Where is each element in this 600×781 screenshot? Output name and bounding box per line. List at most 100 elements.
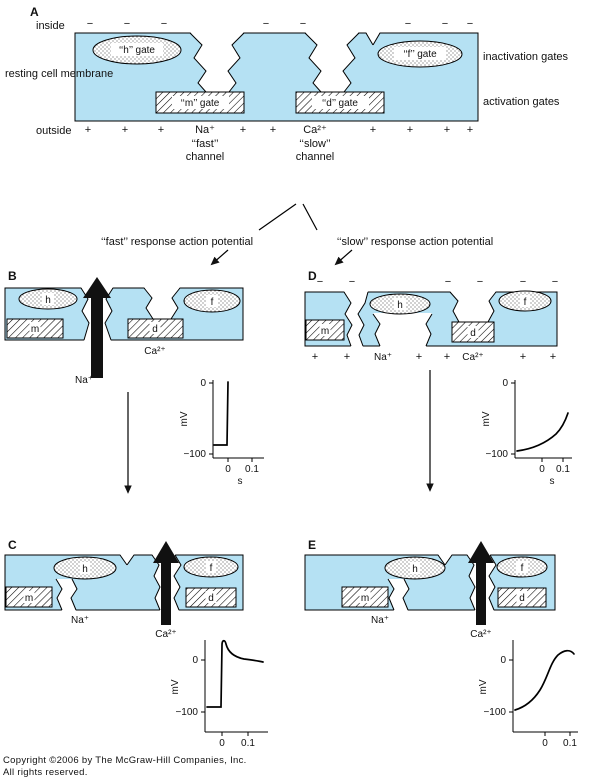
copyright-line-2: All rights reserved.	[3, 767, 88, 778]
d-gate-label-bg	[467, 326, 479, 338]
m-gate-label: m	[321, 326, 329, 337]
x-axis-label: s	[550, 476, 555, 487]
copyright-line-1: Copyright ©2006 by The McGraw-Hill Compa…	[3, 755, 247, 766]
resting-membrane-label: resting cell membrane	[5, 68, 113, 80]
h-gate-label-bg	[111, 43, 163, 56]
minus-charge: −	[161, 18, 167, 30]
minus-charge: −	[467, 18, 473, 30]
na-ion-label: Na⁺	[374, 352, 392, 363]
plus-charge: +	[550, 351, 556, 363]
f-gate-label-bg	[206, 295, 218, 307]
plus-charge: +	[122, 124, 128, 136]
plus-charge: +	[407, 124, 413, 136]
x-tick-label: 0	[219, 738, 225, 749]
branch-connector: ‘‘fast’’ response action potential ‘‘slo…	[101, 203, 493, 266]
na-ion-label: Na⁺	[75, 375, 93, 386]
plus-charge: +	[416, 351, 422, 363]
y-tick-label: −100	[485, 449, 508, 460]
na-ion-label: Na⁺	[195, 124, 215, 136]
d-gate-label-bg	[516, 591, 528, 603]
x-tick-label: 0.1	[241, 738, 255, 749]
f-gate-label: ‘‘f’’ gate	[403, 49, 437, 60]
f-gate-label: f	[521, 563, 524, 574]
voltage-graph: 0 −100 mV 0 0.1 s	[481, 378, 572, 487]
membrane-notch	[366, 32, 380, 46]
x-tick-label: 0	[225, 464, 231, 475]
m-gate-label-bg	[23, 591, 35, 603]
voltage-graph: 0 −100 mV 0 0.1 s	[179, 378, 264, 487]
channel-wall-zigzag	[402, 578, 410, 611]
y-axis-label: mV	[170, 679, 181, 694]
plus-charge: +	[240, 124, 246, 136]
na-ion-label: Na⁺	[371, 615, 389, 626]
branch-line-left	[258, 203, 297, 231]
x-tick-label: 0	[539, 464, 545, 475]
h-gate-label-bg	[409, 562, 421, 574]
plus-charge: +	[467, 124, 473, 136]
channel-wall-zigzag	[372, 313, 381, 347]
h-gate-label: ‘‘h’’ gate	[119, 45, 155, 56]
d-gate-label: d	[470, 328, 476, 339]
plus-charge: +	[312, 351, 318, 363]
x-tick-label: 0.1	[563, 738, 577, 749]
y-tick-label: 0	[502, 378, 508, 389]
channel-wall-zigzag	[449, 291, 460, 323]
minus-charge: −	[445, 276, 451, 288]
channel-wall-zigzag	[119, 554, 128, 566]
d-gate-label: d	[208, 593, 214, 604]
minus-charge: −	[349, 276, 355, 288]
ca-ion-label: Ca²⁺	[303, 124, 327, 136]
h-gate-label-bg	[42, 293, 54, 305]
activation-gates-label: activation gates	[483, 96, 560, 108]
d-gate-label-bg	[205, 591, 217, 603]
y-axis-label: mV	[481, 411, 492, 426]
minus-charge: −	[317, 276, 323, 288]
channel-wall-zigzag	[372, 32, 381, 46]
h-gate-label: h	[45, 295, 51, 306]
m-gate-label-bg	[359, 591, 371, 603]
plus-charge: +	[444, 124, 450, 136]
action-potential-trace	[213, 381, 229, 446]
membrane-notch	[120, 554, 134, 566]
slow-response-label: ‘‘slow’’ response action potential	[337, 236, 493, 248]
channel-wall-zigzag	[126, 554, 135, 566]
channel-wall-zigzag	[387, 578, 395, 611]
minus-charge: −	[552, 276, 558, 288]
channel-wall-zigzag	[55, 578, 63, 611]
ca-ion-label: Ca²⁺	[470, 629, 491, 640]
channel-wall-zigzag	[151, 554, 161, 611]
panel-b: B h m d f Ca²⁺ Na⁺	[4, 269, 264, 494]
h-gate-label: h	[412, 564, 418, 575]
ca-ion-label: Ca²⁺	[155, 629, 176, 640]
inside-label: inside	[36, 20, 65, 32]
channel-wall-zigzag	[425, 313, 433, 347]
voltage-graph: 0 −100 mV 0 0.1	[478, 640, 578, 749]
membrane-notch	[438, 554, 452, 566]
panel-a-label: A	[30, 5, 39, 19]
channel-vestibule	[373, 313, 432, 347]
arrow-to-panel-b	[210, 249, 229, 266]
x-axis-label: s	[238, 476, 243, 487]
channel-label: channel	[186, 151, 225, 163]
m-gate-label: ‘‘m’’ gate	[181, 98, 220, 109]
channel-wall-zigzag	[466, 554, 476, 611]
inactivation-gates-label: inactivation gates	[483, 51, 568, 63]
f-gate-label-bg	[394, 47, 446, 60]
channel-wall-zigzag	[343, 291, 353, 347]
channel-wall-zigzag	[143, 287, 154, 320]
slow-label: ‘‘slow’’	[299, 138, 330, 150]
m-gate-label-bg	[29, 322, 41, 334]
plus-charge: +	[85, 124, 91, 136]
slow-channel-pore	[305, 32, 359, 93]
panel-a: A inside − − − − − − − − ‘‘h’’ gate	[5, 5, 568, 163]
d-gate-label: ‘‘d’’ gate	[322, 98, 358, 109]
m-gate-label-bg	[172, 96, 229, 109]
plus-charge: +	[444, 351, 450, 363]
f-gate-label-bg	[205, 561, 217, 573]
y-tick-label: 0	[192, 655, 198, 666]
panel-c: C h m f d Na⁺ Ca²⁺	[4, 538, 268, 749]
panel-d-label: D	[308, 269, 317, 283]
x-tick-label: 0.1	[245, 464, 259, 475]
ca-influx-arrow	[468, 541, 494, 625]
